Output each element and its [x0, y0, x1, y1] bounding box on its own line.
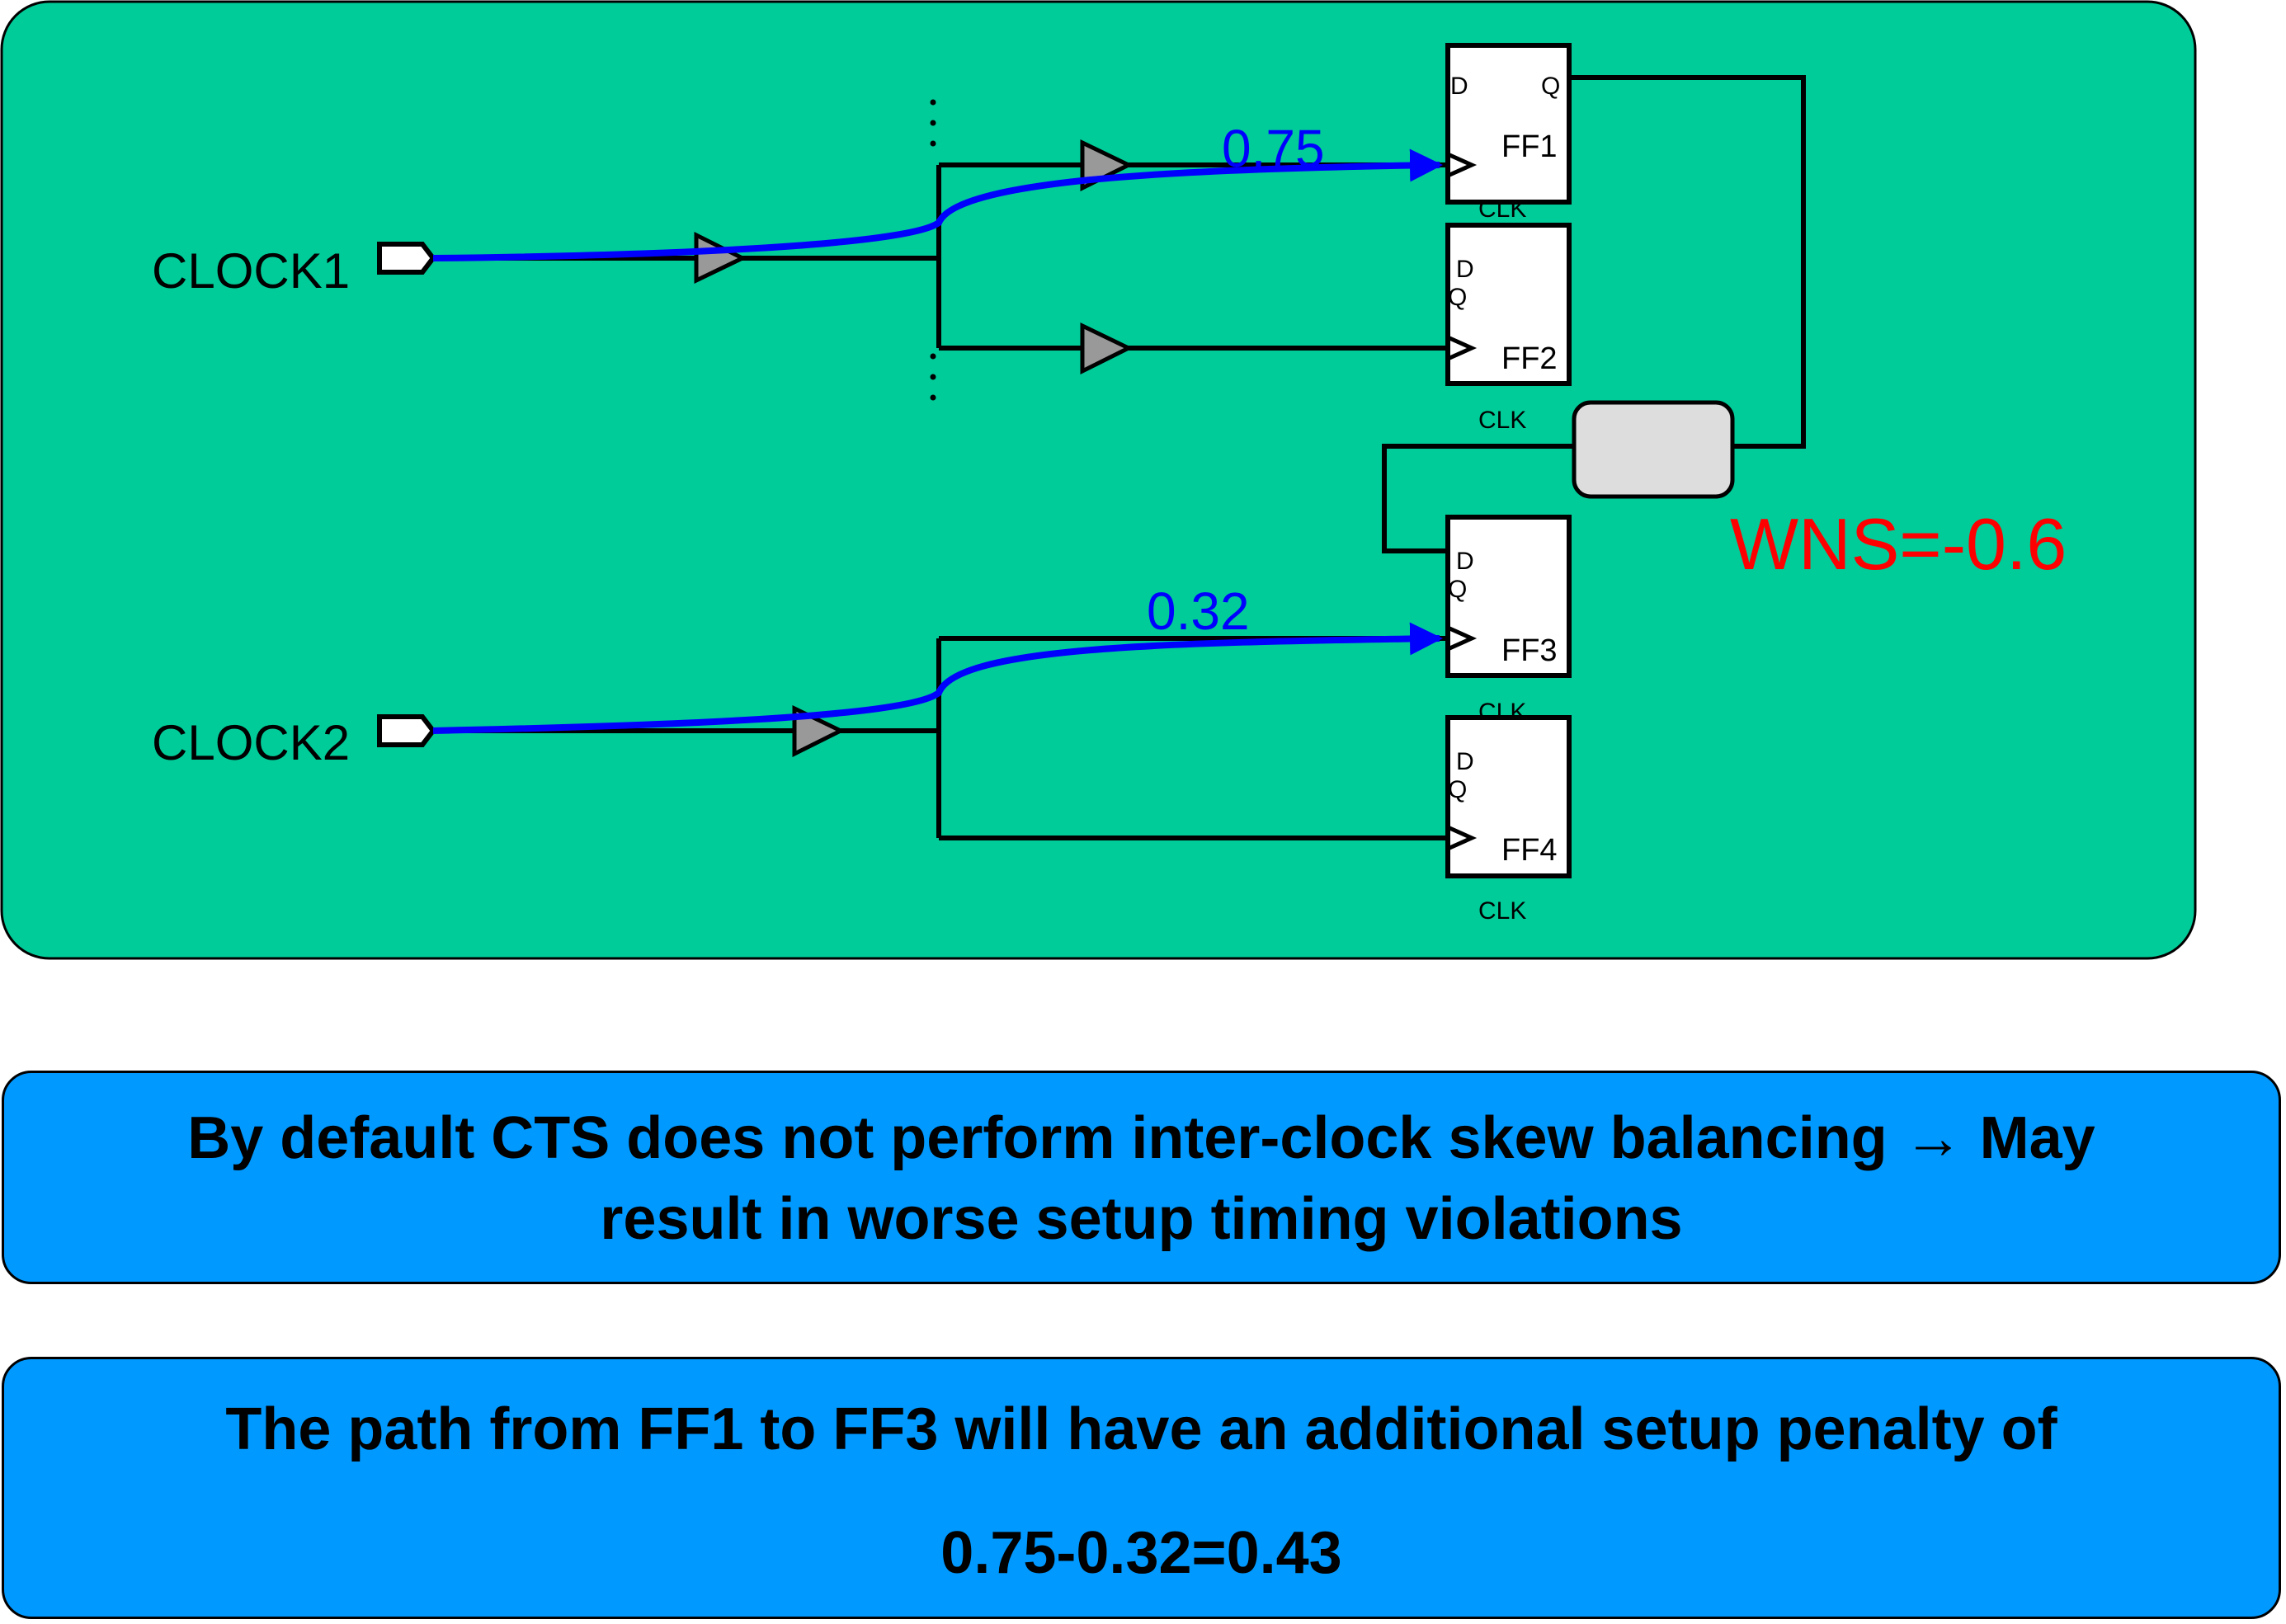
ff1-q-pin: Q [1541, 73, 1560, 100]
ff3-d-pin: D [1456, 548, 1474, 575]
ff4: D Q FF4 CLK [1445, 715, 1572, 925]
ff3-name: FF3 [1501, 633, 1558, 668]
clock2-latency-path [432, 622, 1443, 734]
ff3-q-pin: Q [1448, 576, 1467, 603]
buffer-icon [1080, 322, 1134, 375]
clock1-latency-value: 0.75 [1222, 119, 1325, 178]
note-inter-clock-skew-line2: result in worse setup timing violations [600, 1186, 1683, 1252]
note-inter-clock-skew: By default CTS does not perform inter-cl… [2, 1071, 2281, 1284]
note-setup-penalty-line2: 0.75-0.32=0.43 [940, 1520, 1342, 1586]
buffer-icon [694, 231, 747, 284]
ff3: D Q FF3 CLK [1445, 515, 1572, 726]
ff4-clk-label: CLK [1478, 897, 1526, 925]
ff1: D Q FF1 CLK [1445, 43, 1572, 223]
clock1-port-icon [377, 242, 436, 275]
ff4-d-pin: D [1456, 748, 1474, 775]
clock2-latency-value: 0.32 [1147, 581, 1250, 641]
wns-label: WNS=-0.6 [1730, 503, 2067, 585]
diagram-panel [0, 0, 2197, 960]
clock2-label: CLOCK2 [152, 715, 350, 770]
buffer-icon [792, 705, 846, 758]
ff4-q-pin: Q [1448, 776, 1467, 803]
data-path-ff1-to-ff3 [1382, 75, 1806, 553]
combinational-logic-block [1572, 400, 1735, 499]
clock1-ellipsis [930, 99, 936, 401]
ff2-name: FF2 [1501, 341, 1558, 376]
ff1-name: FF1 [1501, 129, 1558, 164]
note-setup-penalty: The path from FF1 to FF3 will have an ad… [2, 1357, 2281, 1619]
ff2-q-pin: Q [1448, 284, 1467, 311]
ff4-name: FF4 [1501, 833, 1558, 868]
note-setup-penalty-line1: The path from FF1 to FF3 will have an ad… [225, 1396, 2057, 1462]
clock2-port-icon [377, 714, 436, 747]
note-inter-clock-skew-line1: By default CTS does not perform inter-cl… [187, 1105, 2095, 1171]
clock1-latency-path [432, 148, 1443, 261]
ff2-clk-label: CLK [1478, 407, 1526, 434]
clock1-label: CLOCK1 [152, 243, 350, 299]
ff2-d-pin: D [1456, 256, 1474, 283]
ff1-d-pin: D [1450, 73, 1468, 100]
ff2: D Q FF2 CLK [1445, 223, 1572, 434]
ff1-clk-label: CLK [1478, 195, 1526, 223]
